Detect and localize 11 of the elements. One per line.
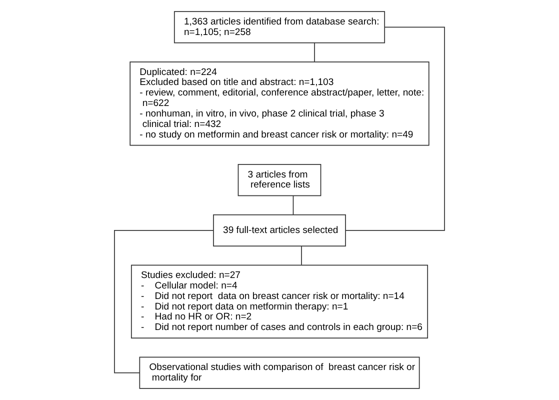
- connector: [301, 246, 302, 266]
- node-box: 3 articles from reference lists: [238, 164, 322, 196]
- connector: [345, 26, 445, 231]
- node-box: Observational studies with comparison of breast cancer risk or mortality for: [139, 356, 420, 389]
- connector: [292, 195, 294, 215]
- connector: [114, 230, 214, 374]
- connector: [314, 42, 315, 62]
- node-box: Duplicated: n=224 Excluded based on title and abstract: n=1,103 - review, comment, editorial, conference abstract/paper, letter, note: n=622 - nonhuman, in vitro, in vivo, phase 2 clinical trial, phase 3 clinical trial: n=432 - no study on metformin and breast cancer risk or mortality: n=49: [130, 61, 430, 146]
- node-box: 1,363 articles identified from database search: n=1,105; n=258: [174, 11, 386, 44]
- node-box: 39 full-text articles selected: [213, 214, 346, 246]
- node-box: Studies excluded: n=27 - Cellular model: n=4 - Did not report data on breast cancer risk or mortality: n=14 - Did not report data on metformin therapy: n=1 - Had no HR or OR: n=2 - Did not report number of cases and controls in each group: n=6: [130, 264, 428, 339]
